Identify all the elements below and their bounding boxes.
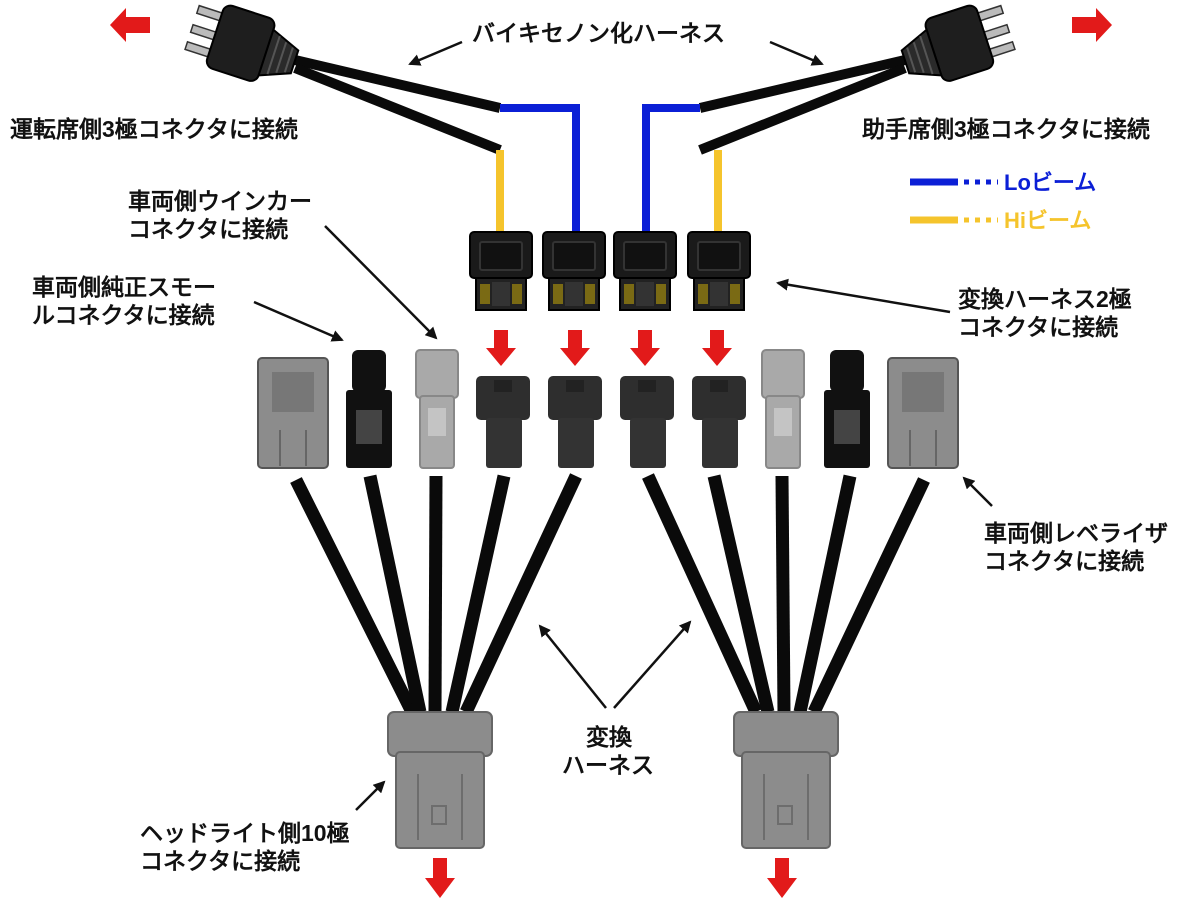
red-arrow-left-icon xyxy=(110,8,150,42)
two-pole-male-connector-3 xyxy=(620,376,674,468)
left-harness-wires xyxy=(290,473,582,715)
red-arrow-down-icon xyxy=(425,858,455,898)
leveler-label-line2: コネクタに接続 xyxy=(984,548,1145,574)
conv2-label-line1: 変換ハーネス2極 xyxy=(958,286,1132,312)
driver-side-cables xyxy=(293,55,502,155)
passenger-side-cables xyxy=(698,55,907,155)
legend-hi-label: Hiビーム xyxy=(1004,208,1091,233)
harness-label-line1: 変換 xyxy=(586,724,632,750)
headlight-10pole-connector-left xyxy=(387,711,493,849)
winker-label-line1: 車両側ウインカー xyxy=(128,188,312,214)
headlight-label-line2: コネクタに接続 xyxy=(140,848,301,874)
small-lamp-connector-left xyxy=(346,350,392,468)
leveler-label-line1: 車両側レベライザ xyxy=(984,520,1168,546)
small-lamp-connector-right xyxy=(824,350,870,468)
diagram-title: バイキセノン化ハーネス xyxy=(472,20,725,46)
legend-lo-label: Loビーム xyxy=(1004,170,1096,195)
headlight-10pole-connector-right xyxy=(733,711,839,849)
passenger-side-plug xyxy=(900,4,1016,82)
small-label-line1: 車両側純正スモー xyxy=(32,274,216,300)
two-pole-male-connector-1 xyxy=(476,376,530,468)
small-label-line2: ルコネクタに接続 xyxy=(32,302,215,328)
two-pole-connector-4 xyxy=(687,231,751,311)
leveler-connector-left xyxy=(257,357,329,469)
hi-beam-wires xyxy=(496,150,722,232)
winker-label-line2: コネクタに接続 xyxy=(128,216,289,242)
lo-beam-wires xyxy=(500,104,700,232)
red-arrow-down-icon xyxy=(702,330,732,366)
leveler-connector-right xyxy=(887,357,959,469)
passenger-side-label: 助手席側3極コネクタに接続 xyxy=(862,116,1150,142)
headlight-label-line1: ヘッドライト側10極 xyxy=(140,820,350,846)
red-arrow-down-icon xyxy=(630,330,660,366)
winker-connector-left xyxy=(415,349,459,469)
conv2-label-line2: コネクタに接続 xyxy=(958,314,1119,340)
driver-side-label: 運転席側3極コネクタに接続 xyxy=(10,116,298,142)
driver-side-plug xyxy=(184,4,300,82)
red-arrow-down-icon xyxy=(560,330,590,366)
legend: Loビーム Hiビーム xyxy=(910,170,1096,233)
red-arrow-down-icon xyxy=(767,858,797,898)
two-pole-male-connector-2 xyxy=(548,376,602,468)
callout-arrows xyxy=(253,40,993,811)
red-arrow-right-icon xyxy=(1072,8,1112,42)
harness-label-line2: ハーネス xyxy=(562,752,654,778)
right-harness-wires xyxy=(642,473,930,715)
two-pole-connector-1 xyxy=(469,231,533,311)
red-arrow-down-icon xyxy=(486,330,516,366)
two-pole-male-connector-4 xyxy=(692,376,746,468)
winker-connector-right xyxy=(761,349,805,469)
two-pole-connector-2 xyxy=(542,231,606,311)
two-pole-connector-3 xyxy=(613,231,677,311)
